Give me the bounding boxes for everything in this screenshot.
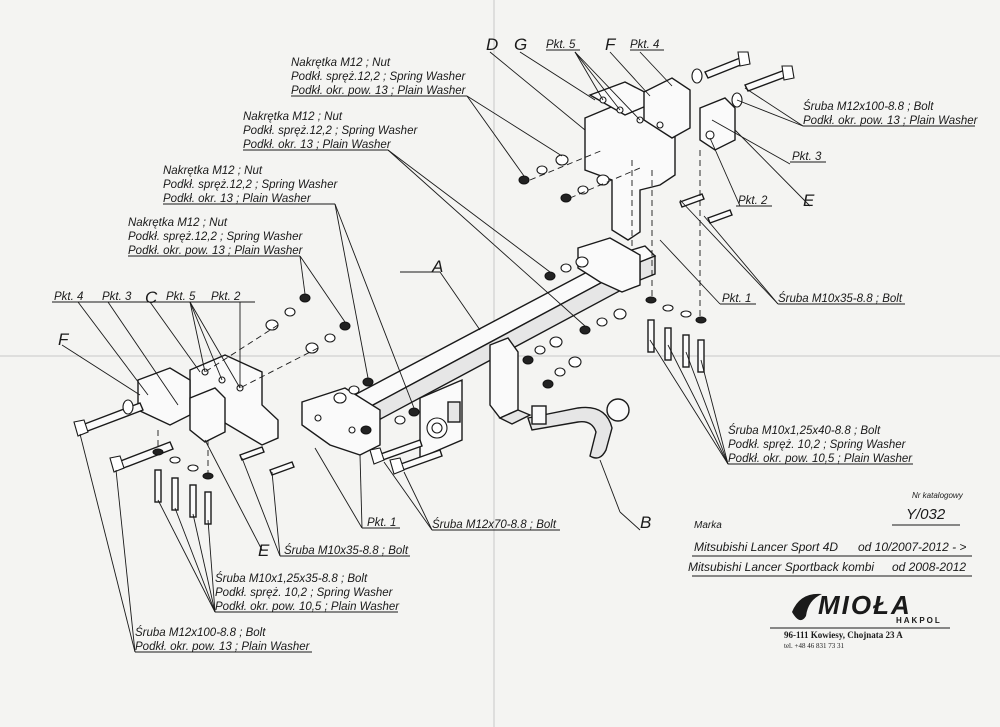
bolt-m12x100-left-line-1: Śruba M12x100-8.8 ; Bolt [135, 626, 266, 639]
bottom-pkt1: Pkt. 1 [367, 517, 396, 529]
bolt-m10x125x35-line-1: Śruba M10x1,25x35-8.8 ; Bolt [215, 572, 368, 585]
nut-group-1-line-2: Podkł. spręż.12,2 ; Spring Washer [291, 71, 466, 83]
leader-lines [61, 51, 975, 653]
nut-group-2-line-3: Podkł. okr. 13 ; Plain Washer [243, 139, 392, 151]
m10x35-bolts [239, 193, 733, 476]
hardware-stack-mid [522, 256, 627, 389]
logo-swoosh-icon [792, 593, 822, 621]
bolt-m12x70: Śruba M12x70-8.8 ; Bolt [432, 518, 557, 531]
left-pkt4: Pkt. 4 [54, 291, 83, 303]
right-pkt2: Pkt. 2 [738, 195, 768, 207]
nut-group-4-line-3: Podkł. okr. pow. 13 ; Plain Washer [128, 245, 304, 257]
letter-b: B [640, 513, 651, 532]
letter-e-left: E [258, 541, 270, 560]
hardware-stack-left [265, 293, 420, 435]
bolt-m12x100-right-line-1: Śruba M12x100-8.8 ; Bolt [803, 100, 934, 113]
brand-label: Marka [694, 520, 722, 531]
bolt-m10x125x40-line-3: Podkł. okr. pow. 10,5 ; Plain Washer [728, 453, 913, 465]
letter-e-right: E [803, 191, 815, 210]
right-side-bracket [584, 77, 736, 241]
vehicle-1-name: Mitsubishi Lancer Sport 4D [694, 540, 839, 554]
nut-group-4-line-2: Podkł. spręż.12,2 ; Spring Washer [128, 231, 303, 243]
right-long-bolts [691, 51, 795, 108]
nut-group-2-line-2: Podkł. spręż.12,2 ; Spring Washer [243, 125, 418, 137]
bolt-m10x125x40-line-2: Podkł. spręż. 10,2 ; Spring Washer [728, 439, 907, 451]
bolt-m10x125x40-line-1: Śruba M10x1,25x40-8.8 ; Bolt [728, 424, 881, 437]
vehicle-1-years: od 10/2007-2012 - > [858, 540, 967, 554]
right-pkt3: Pkt. 3 [792, 151, 822, 163]
bolt-m10x35-right: Śruba M10x35-8.8 ; Bolt [778, 292, 903, 305]
left-vertical-bolts [152, 448, 214, 525]
left-side-bracket [137, 354, 279, 446]
catalog-number: Y/032 [906, 506, 946, 523]
bolt-m10x125x35-line-3: Podkł. okr. pow. 10,5 ; Plain Washer [215, 601, 400, 613]
logo-text: MIOŁA [818, 590, 912, 620]
nut-group-1-line-3: Podkł. okr. pow. 13 ; Plain Washer [291, 85, 467, 97]
m12x70-bolts [369, 439, 443, 475]
letter-a: A [431, 257, 443, 276]
bolt-m12x100-right-line-2: Podkł. okr. pow. 13 ; Plain Washer [803, 115, 979, 127]
left-pkt3: Pkt. 3 [102, 291, 132, 303]
letter-f-left: F [58, 330, 70, 349]
logo-sub: HAKPOL [896, 616, 942, 625]
catalog-label: Nr katalogowy [912, 491, 963, 500]
nut-group-2-line-1: Nakrętka M12 ; Nut [243, 111, 343, 123]
nut-group-4-line-1: Nakrętka M12 ; Nut [128, 217, 228, 229]
right-vertical-bolts [645, 296, 707, 373]
nut-group-3-line-1: Nakrętka M12 ; Nut [163, 165, 263, 177]
bolt-m12x100-left-line-2: Podkł. okr. pow. 13 ; Plain Washer [135, 641, 311, 653]
center-mount-bracket [419, 337, 532, 460]
tow-ball-neck [527, 398, 630, 459]
letter-g: G [514, 35, 527, 54]
maker-address: 96-111 Kowiesy, Chojnata 23 A [784, 630, 903, 640]
left-pkt5: Pkt. 5 [166, 291, 196, 303]
letter-d: D [486, 35, 498, 54]
right-end-plate [577, 237, 641, 293]
letter-f-top: F [605, 35, 617, 54]
bolt-m10x125x35-line-2: Podkł. spręż. 10,2 ; Spring Washer [215, 587, 394, 599]
top-pkt5: Pkt. 5 [546, 39, 576, 51]
nut-group-3-line-2: Podkł. spręż.12,2 ; Spring Washer [163, 179, 338, 191]
letter-c: C [145, 288, 158, 307]
right-pkt1: Pkt. 1 [722, 293, 751, 305]
bolt-m10x35-left: Śruba M10x35-8.8 ; Bolt [284, 544, 409, 557]
top-pkt4: Pkt. 4 [630, 39, 659, 51]
nut-group-3-line-3: Podkł. okr. 13 ; Plain Washer [163, 193, 312, 205]
left-pkt2: Pkt. 2 [211, 291, 241, 303]
vehicle-2-name: Mitsubishi Lancer Sportback kombi [688, 560, 875, 574]
vehicle-2-years: od 2008-2012 [892, 560, 967, 574]
maker-phone: tel. +48 46 831 73 31 [784, 642, 844, 650]
maker-logo: MIOŁA HAKPOL [788, 590, 948, 625]
assembly-axes [157, 149, 701, 474]
hardware-stack-top-left [518, 154, 610, 203]
nut-group-1-line-1: Nakrętka M12 ; Nut [291, 57, 391, 69]
